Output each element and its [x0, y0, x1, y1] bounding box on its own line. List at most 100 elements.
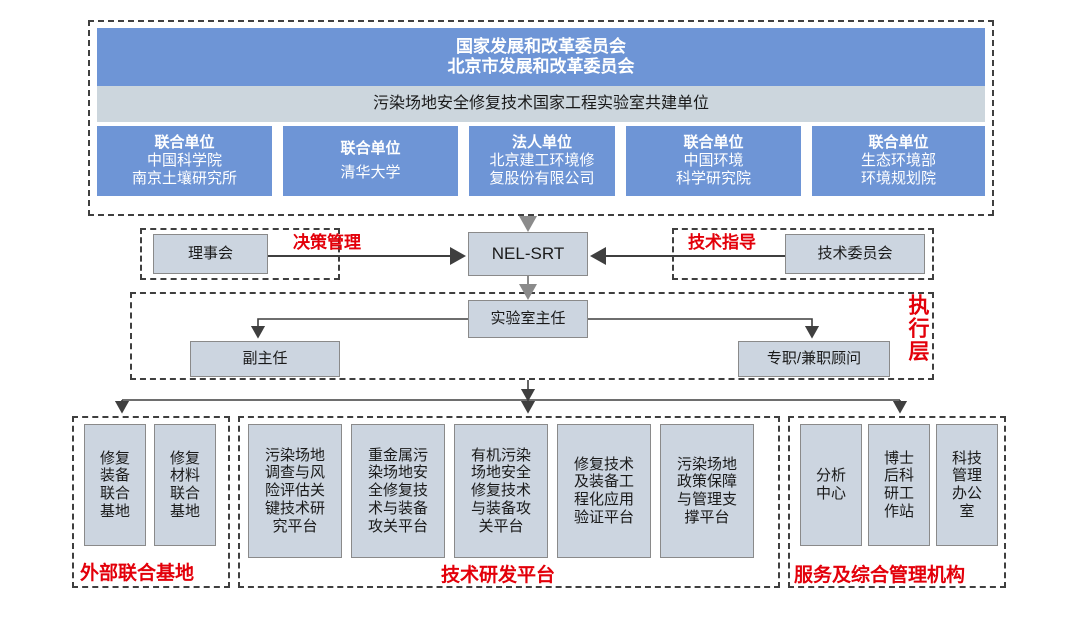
service-1-line-0: 博士	[883, 449, 914, 467]
board-label: 理事会	[187, 245, 233, 263]
service-0-line-0: 分析	[815, 467, 846, 485]
rd-1-line-4: 攻关平台	[367, 517, 428, 535]
rd-0-line-2: 险评估关	[264, 482, 325, 500]
unit-box-0: 联合单位 中国科学院 南京土壤研究所	[97, 126, 272, 196]
rd-1-line-1: 染场地安	[367, 464, 428, 482]
rd-0-line-4: 究平台	[272, 517, 318, 535]
external-base-1-line-3: 基地	[169, 502, 200, 520]
unit-name-3-0: 中国环境	[683, 152, 744, 170]
nel-srt-label: NEL-SRT	[491, 243, 565, 263]
unit-name-1-0: 清华大学	[340, 164, 401, 181]
rd-4-line-0: 污染场地	[676, 455, 737, 473]
rd-platforms-label: 技术研发平台	[441, 565, 556, 586]
unit-name-2-1: 复股份有限公司	[489, 169, 595, 187]
rd-2-line-0: 有机污染	[470, 446, 531, 464]
unit-role-0: 联合单位	[154, 134, 215, 152]
rd-platform-item-0: 污染场地 调查与风 险评估关 键技术研 究平台	[248, 424, 342, 558]
external-bases-container	[72, 416, 230, 588]
service-org-container	[788, 416, 1006, 588]
unit-name-0-1: 南京土壤研究所	[131, 169, 237, 187]
service-1-line-2: 研工	[883, 485, 914, 502]
service-2-line-0: 科技	[951, 449, 982, 467]
unit-role-3: 联合单位	[683, 134, 744, 152]
rd-2-line-1: 场地安全	[470, 464, 531, 482]
rd-platform-item-2: 有机污染 场地安全 修复技术 与装备攻 关平台	[454, 424, 548, 558]
rd-0-line-3: 键技术研	[264, 499, 325, 517]
unit-name-0-0: 中国科学院	[146, 152, 222, 170]
service-2-line-1: 管理	[951, 467, 982, 485]
rd-2-line-4: 关平台	[478, 517, 524, 535]
technical-guidance-label: 技术指导	[688, 233, 756, 252]
unit-name-4-1: 环境规划院	[860, 169, 936, 187]
service-1-line-1: 后科	[883, 467, 914, 485]
top-header-box: 国家发展和改革委员会 北京市发展和改革委员会	[97, 28, 985, 86]
rd-2-line-2: 修复技术	[470, 482, 531, 500]
external-base-0-line-3: 基地	[99, 502, 130, 520]
tech-committee-label: 技术委员会	[817, 245, 893, 263]
unit-box-3: 联合单位 中国环境 科学研究院	[626, 126, 801, 196]
external-base-1-line-2: 联合	[169, 485, 200, 502]
rd-4-line-1: 政策保障	[676, 473, 737, 491]
unit-role-2: 法人单位	[511, 134, 572, 152]
connector-director-to-advisor	[588, 318, 820, 339]
service-org-label: 服务及综合管理机构	[794, 565, 966, 586]
rd-3-line-3: 验证平台	[573, 508, 634, 526]
rd-3-line-0: 修复技术	[573, 455, 634, 473]
service-item-0: 分析 中心	[800, 424, 862, 546]
lab-director-box: 实验室主任	[468, 300, 588, 338]
rd-1-line-3: 术与装备	[367, 499, 428, 517]
top-subtitle-box: 污染场地安全修复技术国家工程实验室共建单位	[97, 86, 985, 122]
rd-2-line-3: 与装备攻	[470, 499, 531, 517]
rd-3-line-2: 程化应用	[573, 491, 634, 508]
service-item-1: 博士 后科 研工 作站	[868, 424, 930, 546]
decision-management-label: 决策管理	[293, 233, 361, 252]
external-base-0-line-0: 修复	[99, 449, 130, 467]
advisor-box: 专职/兼职顾问	[738, 341, 890, 377]
advisor-label: 专职/兼职顾问	[766, 350, 862, 368]
rd-1-line-2: 全修复技	[367, 482, 428, 500]
tech-committee-box: 技术委员会	[785, 234, 925, 274]
decision-container	[140, 228, 340, 280]
unit-role-4: 联合单位	[868, 134, 929, 152]
top-header-line-1: 国家发展和改革委员会	[456, 36, 626, 56]
lab-director-label: 实验室主任	[490, 310, 566, 328]
connector-director-to-deputy	[250, 318, 468, 339]
deputy-director-label: 副主任	[242, 350, 288, 368]
rd-3-line-1: 及装备工	[573, 473, 634, 491]
external-base-0-line-2: 联合	[99, 485, 130, 502]
guidance-container	[672, 228, 934, 280]
service-1-line-3: 作站	[883, 502, 914, 520]
deputy-director-box: 副主任	[190, 341, 340, 377]
unit-box-4: 联合单位 生态环境部 环境规划院	[812, 126, 985, 196]
external-bases-label: 外部联合基地	[80, 563, 195, 584]
nel-srt-box: NEL-SRT	[468, 232, 588, 276]
service-2-line-3: 室	[959, 502, 975, 520]
rd-platform-item-4: 污染场地 政策保障 与管理支 撑平台	[660, 424, 754, 558]
service-item-2: 科技 管理 办公 室	[936, 424, 998, 546]
top-section-container	[88, 20, 994, 216]
external-base-0-line-1: 装备	[99, 467, 130, 485]
executive-layer-label: 执行层	[906, 294, 929, 363]
unit-name-2-0: 北京建工环境修	[489, 152, 595, 170]
rd-1-line-0: 重金属污	[367, 446, 428, 464]
external-base-1-line-0: 修复	[169, 449, 200, 467]
rd-4-line-2: 与管理支	[676, 491, 737, 508]
unit-name-4-0: 生态环境部	[860, 152, 936, 170]
unit-box-1: 联合单位 清华大学	[283, 126, 458, 196]
rd-4-line-3: 撑平台	[684, 508, 730, 526]
rd-platform-item-3: 修复技术 及装备工 程化应用 验证平台	[557, 424, 651, 558]
board-box: 理事会	[153, 234, 268, 274]
rd-0-line-0: 污染场地	[264, 446, 325, 464]
top-header-line-2: 北京市发展和改革委员会	[447, 57, 635, 76]
service-0-line-1: 中心	[815, 485, 846, 502]
external-base-1-line-1: 材料	[169, 467, 200, 485]
external-base-item-1: 修复 材料 联合 基地	[154, 424, 216, 546]
rd-platform-item-1: 重金属污 染场地安 全修复技 术与装备 攻关平台	[351, 424, 445, 558]
top-subtitle-text: 污染场地安全修复技术国家工程实验室共建单位	[372, 94, 709, 112]
rd-0-line-1: 调查与风	[264, 464, 325, 482]
rd-platforms-container	[238, 416, 780, 588]
unit-name-3-1: 科学研究院	[675, 169, 751, 187]
unit-box-2: 法人单位 北京建工环境修 复股份有限公司	[469, 126, 615, 196]
